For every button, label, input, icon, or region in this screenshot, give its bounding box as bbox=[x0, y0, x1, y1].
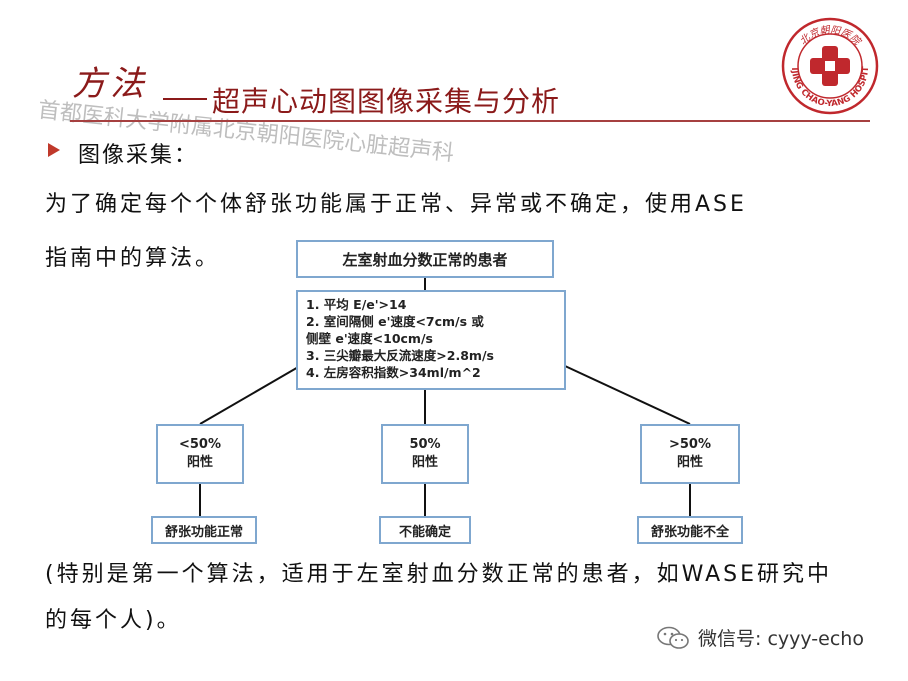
hospital-logo: BEIJING CHAO-YANG HOSPITAL 北京朝阳医院 bbox=[780, 16, 879, 115]
wechat-id-label: 微信号: cyyy-echo bbox=[698, 628, 864, 650]
paragraph-line: 为了确定每个个体舒张功能属于正常、异常或不确定，使用ASE bbox=[45, 192, 747, 217]
flow-branch-box: <50% 阳性 bbox=[156, 424, 244, 484]
criteria-item: 1. 平均 E/e'>14 bbox=[306, 297, 407, 312]
paragraph-line: (特别是第一个算法，适用于左室射血分数正常的患者，如WASE研究中 bbox=[45, 562, 833, 587]
svg-text:北京朝阳医院: 北京朝阳医院 bbox=[797, 24, 864, 49]
branch-condition: <50% bbox=[178, 437, 221, 452]
page-title: 方法 bbox=[72, 64, 148, 104]
flow-branch-box: >50% 阳性 bbox=[640, 424, 740, 484]
paragraph-line: 指南中的算法。 bbox=[45, 246, 221, 271]
branch-sub: 阳性 bbox=[186, 455, 213, 470]
branch-condition: 50% bbox=[409, 437, 441, 452]
branch-sub: 阳性 bbox=[676, 455, 703, 470]
title-dash bbox=[163, 98, 207, 100]
wechat-icon bbox=[657, 626, 689, 649]
paragraph-line: 的每个人)。 bbox=[45, 608, 182, 633]
section-bullet: 图像采集： bbox=[78, 143, 199, 168]
flow-result-box: 舒张功能不全 bbox=[637, 516, 743, 544]
criteria-item: 3. 三尖瓣最大反流速度>2.8m/s bbox=[306, 348, 494, 363]
logo-top-text: 北京朝阳医院 bbox=[797, 24, 864, 49]
flow-result-box: 不能确定 bbox=[379, 516, 471, 544]
criteria-item: 2. 室间隔侧 e'速度<7cm/s 或 bbox=[306, 314, 484, 329]
criteria-item: 4. 左房容积指数>34ml/m^2 bbox=[306, 365, 481, 380]
flow-top-box: 左室射血分数正常的患者 bbox=[296, 240, 554, 278]
bullet-arrow-icon bbox=[48, 143, 60, 157]
title-divider bbox=[70, 120, 870, 122]
page-subtitle: 超声心动图图像采集与分析 bbox=[212, 85, 561, 118]
flow-result-box: 舒张功能正常 bbox=[151, 516, 257, 544]
branch-sub: 阳性 bbox=[411, 455, 438, 470]
flow-branch-box: 50% 阳性 bbox=[381, 424, 469, 484]
flow-criteria-box: 1. 平均 E/e'>14 2. 室间隔侧 e'速度<7cm/s 或 侧壁 e'… bbox=[296, 290, 566, 390]
criteria-item: 侧壁 e'速度<10cm/s bbox=[306, 331, 433, 346]
branch-condition: >50% bbox=[668, 437, 711, 452]
